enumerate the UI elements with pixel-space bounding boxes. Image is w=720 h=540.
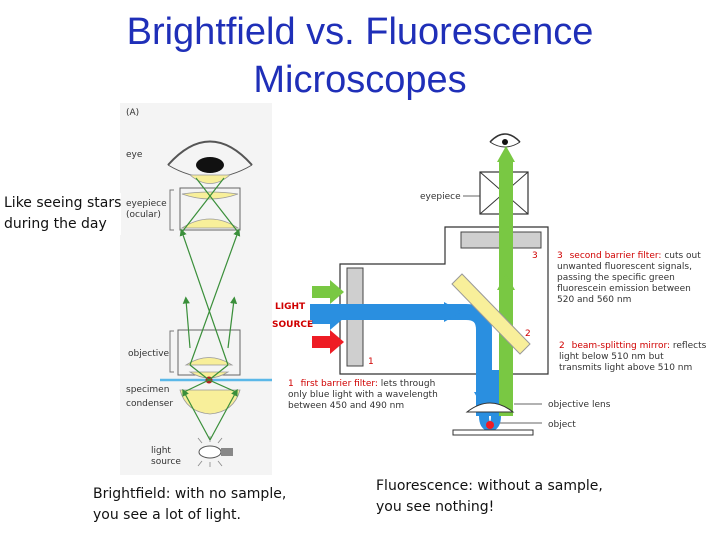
object-dot <box>486 421 494 429</box>
annotation-1-title: first barrier filter: <box>301 379 378 389</box>
title-line-1: Brightfield vs. Fluorescence <box>126 11 594 53</box>
fluorescence-eye-icon <box>489 133 521 148</box>
label-condenser: condenser <box>126 399 173 409</box>
annotation-3-line-4: fluorescein emission between <box>557 284 691 294</box>
annotation-2-line-3: transmits light above 510 nm <box>559 363 692 373</box>
label-light-1: light <box>151 446 171 456</box>
panel-label: (A) <box>126 108 139 118</box>
caption-brightfield-line-1: Brightfield: with no sample, <box>93 486 287 502</box>
label-objective-lens: objective lens <box>548 400 611 410</box>
label-light-source-1: LIGHT <box>275 302 306 312</box>
svg-text:3 second barrier filte: 3 second barrier filter: cuts out <box>557 251 701 261</box>
side-note: Like seeing stars during the day <box>4 193 122 235</box>
label-light-source-2: SOURCE <box>272 320 313 330</box>
annotation-3-number: 3 <box>557 251 563 261</box>
marker-number-1: 1 <box>368 357 374 367</box>
annotation-3-line-2: unwanted fluorescent signals, <box>557 262 692 272</box>
microscope-housing <box>339 226 549 375</box>
side-note-line-1: Like seeing stars <box>4 195 122 211</box>
caption-brightfield-line-2: you see a lot of light. <box>93 507 241 523</box>
objective-lenses <box>177 329 241 379</box>
annotation-2-line-2: light below 510 nm but <box>559 352 664 362</box>
annotation-3-line-1: cuts out <box>661 251 701 261</box>
caption-fluorescence-line-1: Fluorescence: without a sample, <box>376 478 603 494</box>
caption-fluorescence: Fluorescence: without a sample, you see … <box>376 476 603 518</box>
marker-number-2: 2 <box>525 329 531 339</box>
svg-text:2 beam-splitting mirro: 2 beam-splitting mirror: reflects <box>559 341 707 351</box>
green-emission-beam <box>497 146 515 416</box>
label-light-2: source <box>151 457 181 467</box>
label-specimen: specimen <box>126 385 169 395</box>
title-line-2: Microscopes <box>253 59 467 101</box>
beam-splitting-mirror <box>451 273 531 355</box>
side-note-line-2: during the day <box>4 216 107 232</box>
annotation-2-line-1: reflects <box>670 341 707 351</box>
light-source-arrows <box>312 280 344 354</box>
annotation-2-title: beam-splitting mirror: <box>572 341 670 351</box>
svg-text:1 first barrier filter: 1 first barrier filter: lets through <box>288 379 435 389</box>
condenser-lens <box>179 389 241 415</box>
brightfield-light-rays <box>179 177 241 441</box>
annotation-1-line-2: only blue light with a wavelength <box>288 390 438 400</box>
slide-title: Brightfield vs. Fluorescence Microscopes <box>0 8 720 104</box>
annotation-3-line-5: 520 and 560 nm <box>557 295 631 305</box>
annotation-beam-splitting-mirror: 2 beam-splitting mirror: reflects light … <box>559 341 707 373</box>
annotation-second-barrier-filter: 3 second barrier filter: cuts out unwant… <box>557 251 701 305</box>
marker-number-3: 3 <box>532 251 538 261</box>
brightfield-panel-bg <box>120 103 272 475</box>
label-eyepiece-2: (ocular) <box>126 210 161 220</box>
annotation-1-line-1: lets through <box>378 379 435 389</box>
label-objective: objective <box>128 349 170 359</box>
annotation-1-number: 1 <box>288 379 294 389</box>
label-eye: eye <box>126 150 143 160</box>
label-object: object <box>548 420 576 430</box>
annotation-1-line-3: between 450 and 490 nm <box>288 401 404 411</box>
light-bulb-icon <box>197 436 233 467</box>
objective-lens-shape <box>465 402 515 413</box>
object-slide <box>452 429 534 436</box>
label-eyepiece-1: eyepiece <box>126 199 167 209</box>
annotation-2-number: 2 <box>559 341 565 351</box>
eye-icon <box>167 140 253 184</box>
annotation-3-line-3: passing the specific green <box>557 273 675 283</box>
annotation-first-barrier-filter: 1 first barrier filter: lets through onl… <box>288 379 438 411</box>
annotation-3-title: second barrier filter: <box>570 251 662 261</box>
caption-fluorescence-line-2: you see nothing! <box>376 499 495 515</box>
fluorescence-diagram: eyepiece LIGHT SOURCE <box>272 133 707 436</box>
brightfield-diagram: (A) eye eyepiece (ocular) objective <box>120 103 272 475</box>
label-eyepiece: eyepiece <box>420 192 461 202</box>
caption-brightfield: Brightfield: with no sample, you see a l… <box>93 484 286 526</box>
